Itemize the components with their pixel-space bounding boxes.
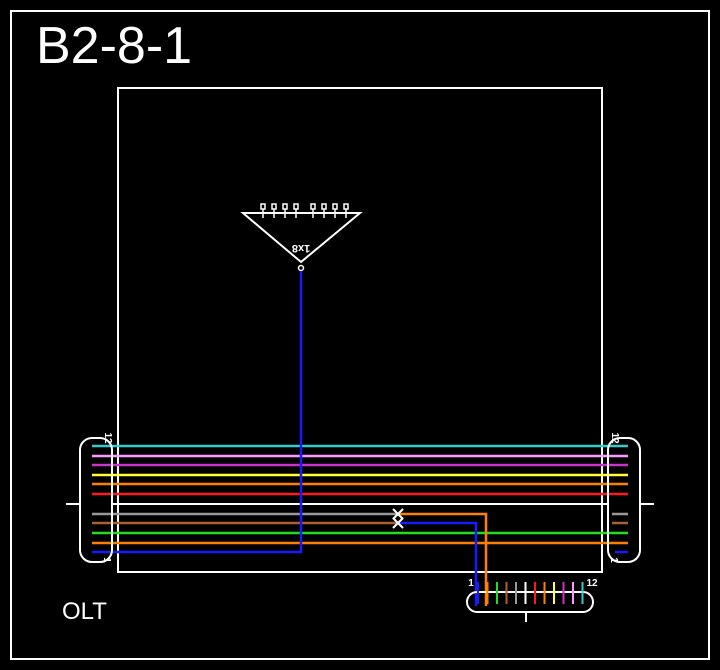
left-connector[interactable]: 12 1: [66, 432, 113, 563]
splitter-port-5: [310, 203, 316, 210]
splitter-label: 1x8: [292, 242, 310, 254]
outer-frame: [10, 10, 710, 660]
route-orange-to-bottom-tray[interactable]: [397, 512, 488, 606]
splitter-output-ports: [260, 203, 349, 218]
splice-mark-2: [392, 517, 404, 529]
splitter-port-6: [321, 203, 327, 210]
splitter-port-4: [293, 203, 299, 210]
splice-mark-1: [392, 508, 404, 520]
route-blue-to-bottom-tray[interactable]: [397, 521, 478, 606]
right-connector-bottom-label: 1: [608, 557, 619, 563]
splitter-1x8[interactable]: 1x8: [240, 203, 363, 272]
splitter-port-7: [332, 203, 338, 210]
splitter-port-2: [271, 203, 277, 210]
olt-label: OLT: [62, 598, 107, 625]
splitter-input-port: [297, 264, 305, 272]
left-connector-top-label: 12: [102, 432, 113, 444]
fiber-bundle: [92, 444, 628, 545]
left-connector-bottom-label: 1: [101, 557, 112, 563]
splitter-port-8: [343, 203, 349, 210]
splitter-port-3: [282, 203, 288, 210]
bottom-connector-fibers: [477, 582, 584, 604]
bottom-connector[interactable]: 1 12: [466, 578, 598, 622]
right-connector[interactable]: 12 1: [607, 432, 654, 563]
right-connector-top-label: 12: [609, 432, 620, 444]
bottom-connector-left-label: 1: [468, 578, 474, 589]
splitter-port-1: [260, 203, 266, 210]
splitter-triangle: [240, 212, 363, 264]
diagram-title: B2-8-1: [36, 17, 193, 75]
enclosure-box: [117, 87, 603, 573]
route-splitter-to-bottom-connector[interactable]: [92, 271, 303, 554]
bottom-connector-right-label: 12: [586, 578, 598, 589]
